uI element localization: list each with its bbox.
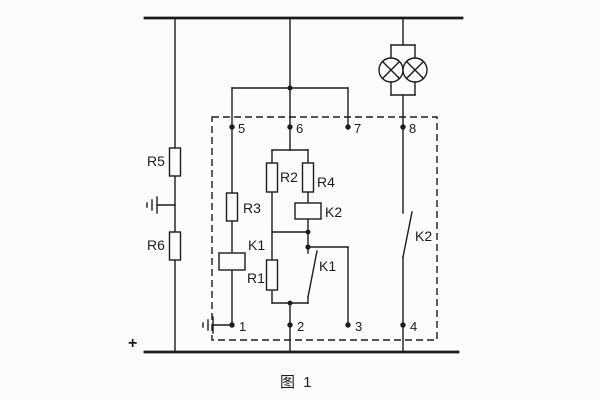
k2-contact-label: K2: [415, 228, 432, 244]
terminal-1-label: 1: [239, 319, 246, 334]
r2-label: R2: [280, 169, 298, 185]
resistor-r1: [265, 259, 279, 291]
terminal-dot: [345, 322, 351, 328]
r1-label: R1: [247, 270, 265, 286]
r1-k1contact-branch: R1 K1: [247, 244, 349, 353]
k2-coil-label: K2: [325, 204, 342, 220]
k1-contact-label: K1: [319, 258, 336, 274]
terminal-dot: [229, 124, 235, 130]
resistor-r6: [168, 231, 182, 261]
terminal-dot: [400, 322, 406, 328]
lamp-icon: [402, 57, 428, 83]
lamp-icon: [378, 57, 404, 83]
terminal-7-label: 7: [354, 121, 361, 136]
k1-coil-label: K1: [248, 237, 265, 253]
lamp-branch: [378, 17, 428, 128]
terminals-bottom: 1 2 3 4: [229, 319, 417, 334]
resistor-r5: [168, 147, 182, 177]
relay-case-outline: [211, 116, 438, 341]
junction-dot: [305, 229, 311, 235]
r6-label: R6: [147, 237, 165, 253]
resistor-r3: [225, 192, 239, 222]
terminals-top: 5 6 7 8: [229, 121, 416, 136]
r5-label: R5: [147, 153, 165, 169]
top-feed-wires: [231, 17, 349, 151]
terminal-5-label: 5: [238, 121, 245, 136]
terminal-2-label: 2: [297, 319, 304, 334]
terminal-3-label: 3: [355, 319, 362, 334]
terminal-dot: [345, 124, 351, 130]
junction-dot: [287, 300, 293, 306]
junction-dot: [287, 85, 293, 91]
r4-label: R4: [317, 174, 335, 190]
polarity-plus-label: +: [128, 335, 137, 352]
figure-caption: 图 1: [280, 374, 314, 391]
resistor-r2: [265, 162, 279, 193]
terminal-dot: [287, 124, 293, 130]
terminal-dot: [229, 322, 235, 328]
r3-k1coil-branch: R3 K1: [202, 126, 265, 334]
k1-contact-blade: [307, 250, 318, 298]
k2-contact-branch: K2: [402, 126, 432, 353]
relay-coil-k2: [294, 202, 322, 220]
earth-ground-icon: [146, 196, 158, 214]
terminal-8-label: 8: [409, 121, 416, 136]
relay-coil-k1: [218, 252, 246, 271]
terminal-4-label: 4: [410, 319, 417, 334]
k2-contact-blade: [402, 211, 413, 258]
terminal-6-label: 6: [296, 121, 303, 136]
divider-branch: R5 R6 +: [128, 17, 182, 353]
bus-lines: [143, 16, 464, 354]
resistor-r4: [301, 162, 315, 193]
terminal-dot: [287, 322, 293, 328]
r3-label: R3: [243, 200, 261, 216]
terminal-dot: [400, 124, 406, 130]
earth-ground-icon: [202, 316, 214, 334]
